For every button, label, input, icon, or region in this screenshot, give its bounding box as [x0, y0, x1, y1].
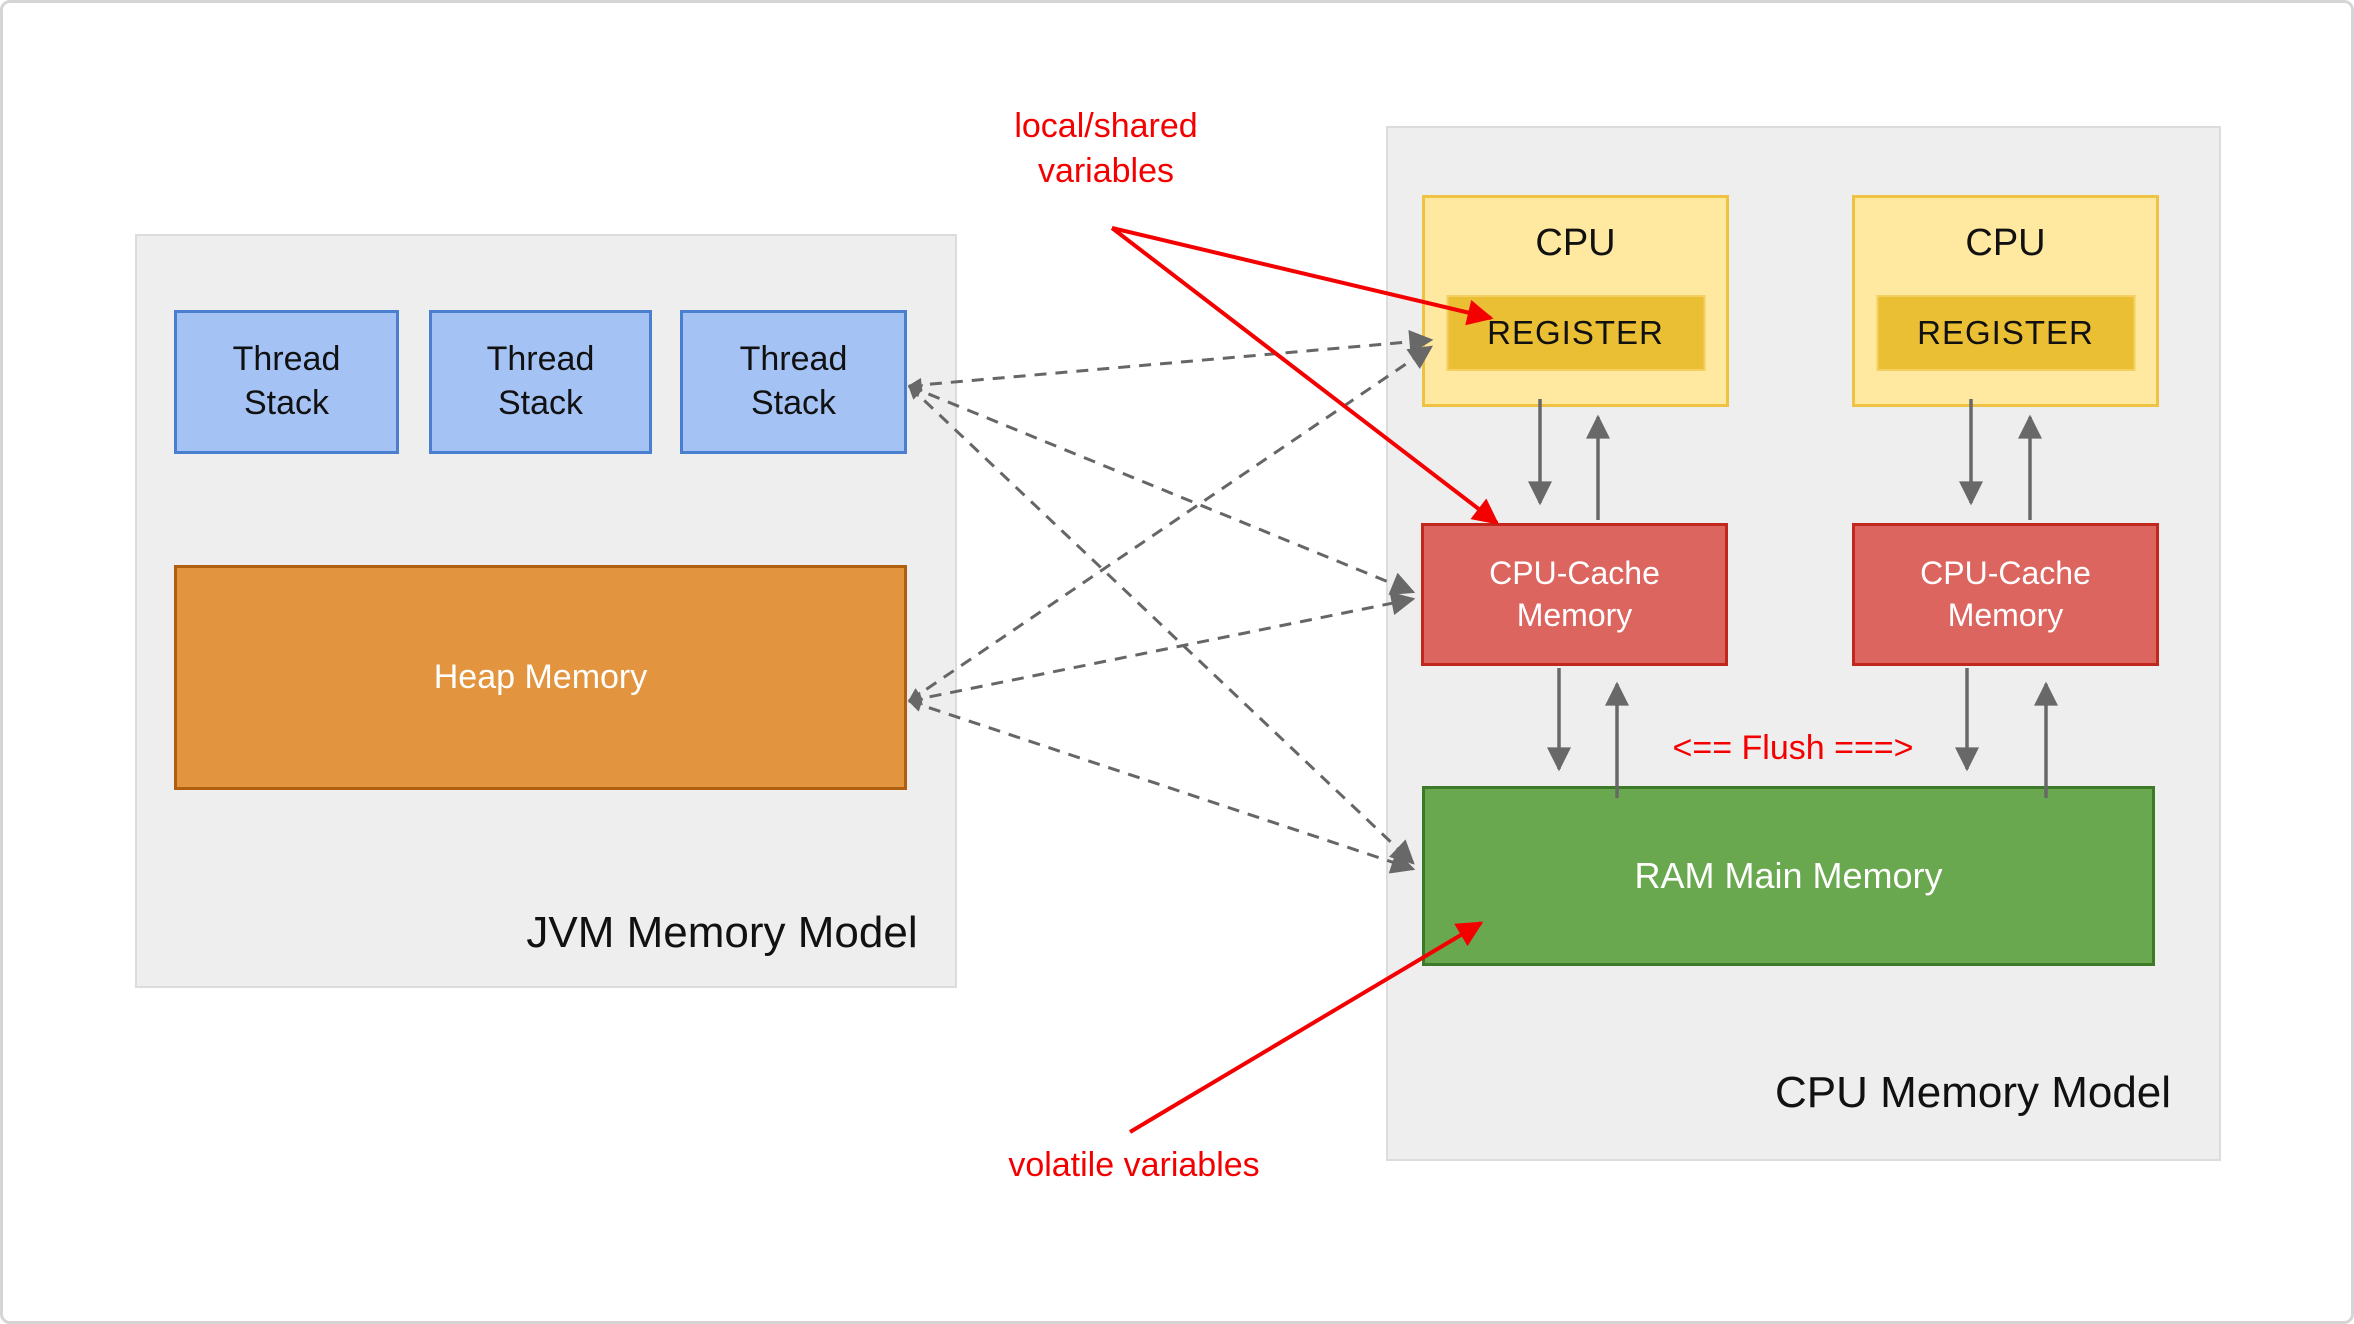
- cpu-label: CPU: [1965, 222, 2046, 264]
- local-shared-variables-label: local/shared variables: [1014, 106, 1198, 190]
- thread-stack-box-3: Thread Stack: [680, 310, 907, 454]
- dashed-arrow-stack-cache: [907, 384, 1416, 595]
- cpu-box-1: CPU REGISTER: [1422, 195, 1729, 407]
- cpu-cache-label: CPU-Cache Memory: [1489, 554, 1660, 633]
- register-box-1: REGISTER: [1446, 295, 1705, 371]
- thread-stack-box-1: Thread Stack: [174, 310, 399, 454]
- ram-main-memory-box: RAM Main Memory: [1422, 786, 2155, 966]
- dashed-arrow-stack-register: [907, 329, 1434, 392]
- register-box-2: REGISTER: [1876, 295, 2135, 371]
- heap-memory-box: Heap Memory: [174, 565, 907, 790]
- volatile-variables-label: volatile variables: [1008, 1146, 1260, 1185]
- dashed-arrow-heap-ram: [907, 698, 1416, 874]
- cpu-cache-label: CPU-Cache Memory: [1920, 554, 2091, 633]
- cpu-cache-box-1: CPU-Cache Memory: [1421, 523, 1728, 666]
- ram-main-memory-label: RAM Main Memory: [1634, 855, 1943, 896]
- cpu-box-2: CPU REGISTER: [1852, 195, 2159, 407]
- thread-stack-box-2: Thread Stack: [429, 310, 652, 454]
- thread-stack-label: Thread Stack: [486, 340, 595, 422]
- heap-memory-label: Heap Memory: [433, 658, 648, 696]
- dashed-arrow-stack-ram: [907, 384, 1415, 865]
- thread-stack-label: Thread Stack: [739, 340, 848, 422]
- flush-label: <== Flush ===>: [1672, 729, 1914, 768]
- cpu-label: CPU: [1535, 222, 1616, 264]
- thread-stack-label: Thread Stack: [232, 340, 341, 422]
- cpu-model-title: CPU Memory Model: [1774, 1068, 2172, 1117]
- dashed-arrow-heap-cache: [907, 591, 1416, 706]
- cpu-cache-box-2: CPU-Cache Memory: [1852, 523, 2159, 666]
- jvm-model-title: JVM Memory Model: [526, 908, 918, 957]
- dashed-arrow-heap-register: [907, 345, 1433, 703]
